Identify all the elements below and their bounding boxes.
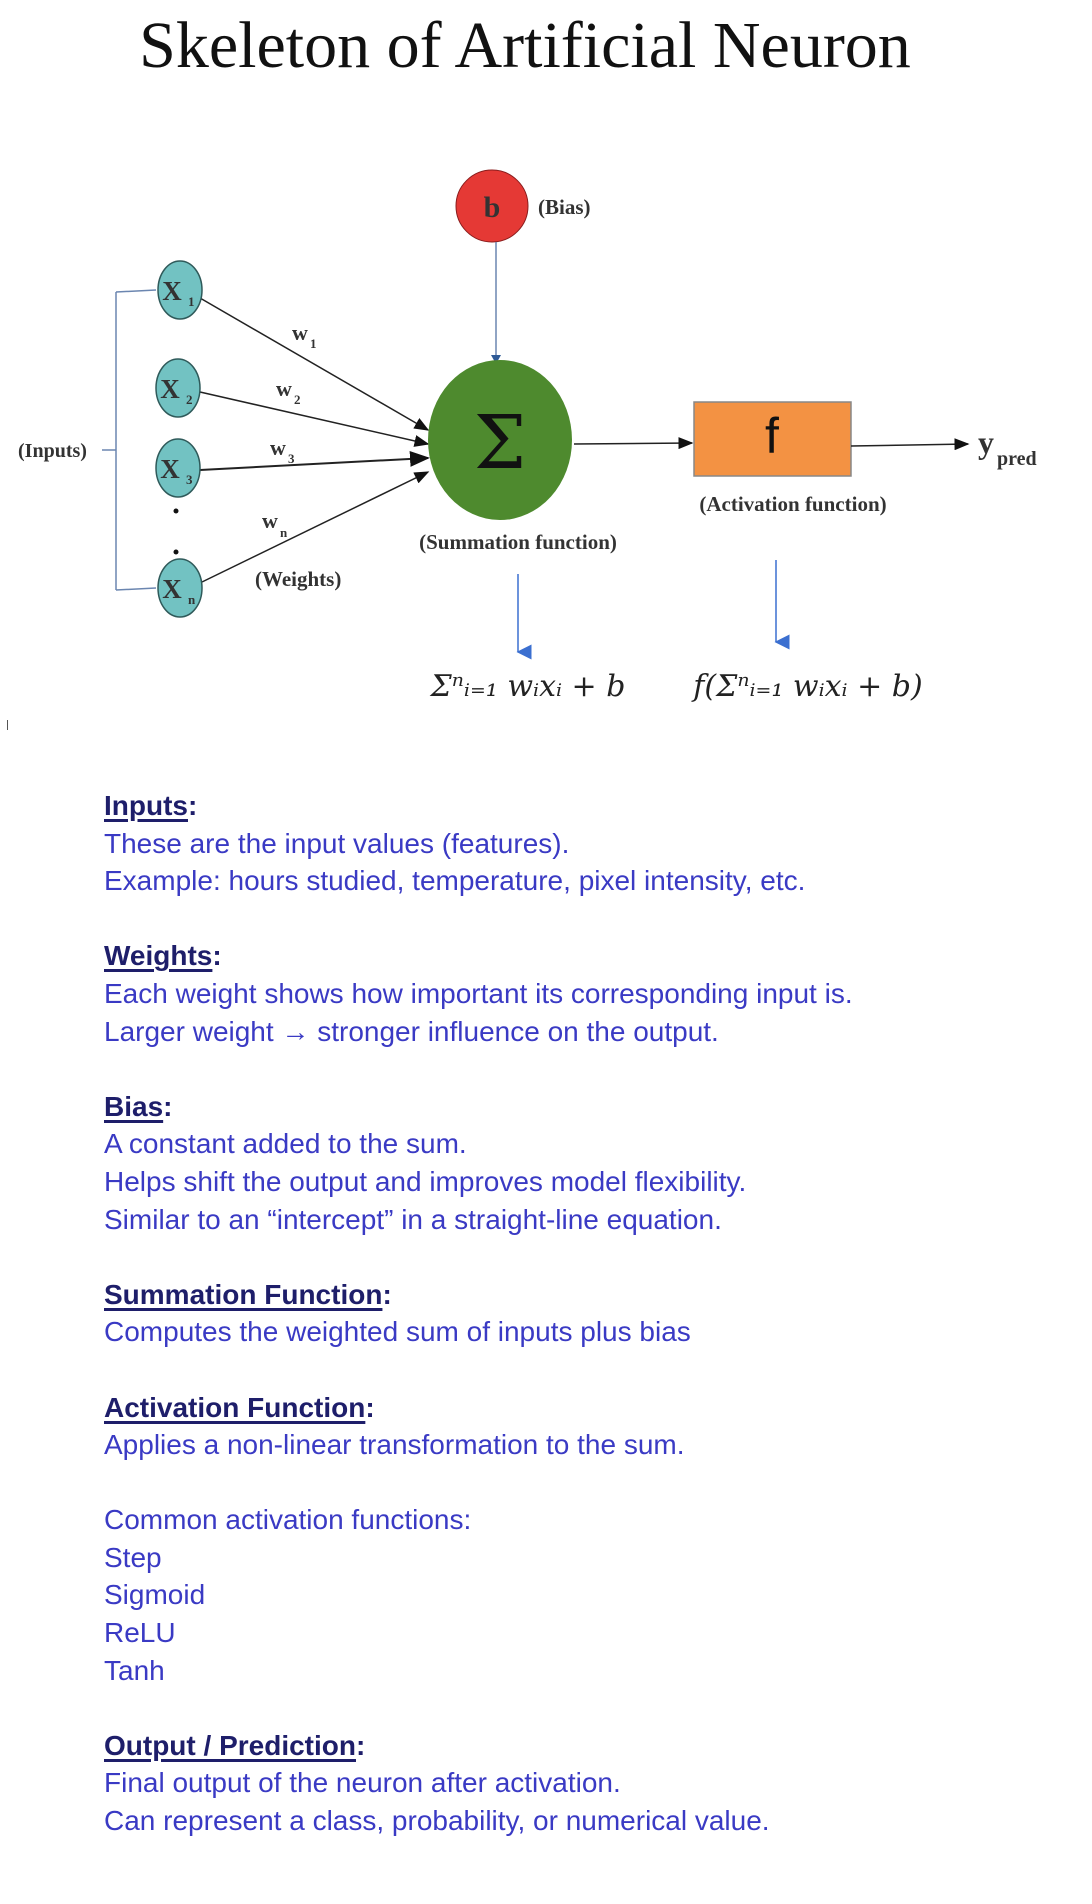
svg-text:1: 1 [310, 336, 317, 351]
svg-text:w: w [292, 320, 308, 345]
section-line: Helps shift the output and improves mode… [104, 1165, 747, 1197]
section-summation: Summation Function: Computes the weighte… [104, 1276, 853, 1351]
section-bias: Bias: A constant added to the sum. Helps… [104, 1088, 853, 1238]
svg-text:X: X [162, 574, 182, 604]
bias-symbol: b [484, 191, 501, 224]
section-line: Example: hours studied, temperature, pix… [104, 865, 806, 897]
section-activation: Activation Function: Applies a non-linea… [104, 1389, 853, 1690]
section-line: Larger weight → stronger influence on th… [104, 1015, 719, 1047]
bias-node [455, 169, 529, 243]
notes: Inputs: These are the input values (feat… [104, 787, 853, 1840]
activation-sigmoid: Sigmoid [104, 1579, 206, 1611]
stray-mark [7, 720, 8, 730]
svg-text:w: w [262, 508, 278, 533]
section-line: Computes the weighted sum of inputs plus… [104, 1316, 691, 1348]
svg-text:n: n [188, 592, 196, 607]
svg-text:n: n [280, 525, 288, 540]
section-line: Applies a non-linear transformation to t… [104, 1429, 685, 1461]
svg-text:pred: pred [997, 448, 1037, 470]
inputs-label: (Inputs) [18, 440, 87, 462]
svg-text:2: 2 [294, 392, 301, 407]
svg-text:w: w [270, 435, 286, 460]
activation-label: (Activation function) [699, 492, 886, 516]
section-weights: Weights: Each weight shows how important… [104, 937, 853, 1050]
svg-text:X: X [160, 374, 180, 404]
activation-step: Step [104, 1541, 162, 1573]
page-title: Skeleton of Artificial Neuron [139, 9, 911, 82]
section-line: Each weight shows how important its corr… [104, 977, 853, 1009]
activation-box [693, 401, 852, 477]
svg-text:1: 1 [188, 294, 195, 309]
svg-text:X: X [162, 276, 182, 306]
section-heading: Activation Function [104, 1391, 366, 1423]
summation-node [428, 360, 572, 520]
activation-formula: f(Σⁿᵢ₌₁ wᵢxᵢ + b) [691, 669, 922, 704]
svg-text:2: 2 [186, 392, 193, 407]
ellipsis-dot [173, 508, 179, 514]
section-line: These are the input values (features). [104, 827, 570, 859]
section-inputs: Inputs: These are the input values (feat… [104, 787, 853, 900]
svg-text:w: w [276, 376, 292, 401]
activation-symbol: f [765, 408, 779, 464]
section-line: Common activation functions: [104, 1504, 472, 1536]
section-line: A constant added to the sum. [104, 1128, 467, 1160]
svg-text:3: 3 [288, 451, 295, 466]
section-output: Output / Prediction: Final output of the… [104, 1727, 853, 1840]
section-heading: Bias [104, 1090, 164, 1122]
summation-label: (Summation function) [419, 530, 617, 554]
weights-label: (Weights) [255, 567, 341, 591]
section-heading: Weights [104, 940, 213, 972]
section-line: Can represent a class, probability, or n… [104, 1805, 770, 1837]
section-heading: Summation Function [104, 1278, 383, 1310]
bias-label: (Bias) [538, 195, 591, 219]
svg-text:X: X [160, 454, 180, 484]
summation-formula: Σⁿᵢ₌₁ wᵢxᵢ + b [430, 669, 626, 704]
ellipsis-dot [173, 549, 179, 555]
activation-tanh: Tanh [104, 1654, 165, 1686]
section-heading: Inputs [104, 790, 188, 821]
section-line: Similar to an “intercept” in a straight-… [104, 1203, 722, 1235]
section-line: Final output of the neuron after activat… [104, 1767, 621, 1799]
section-heading: Output / Prediction [104, 1729, 356, 1761]
activation-relu: ReLU [104, 1617, 176, 1649]
svg-text:3: 3 [186, 472, 193, 487]
sigma-symbol: Σ [474, 400, 526, 486]
svg-text:y: y [978, 424, 994, 460]
